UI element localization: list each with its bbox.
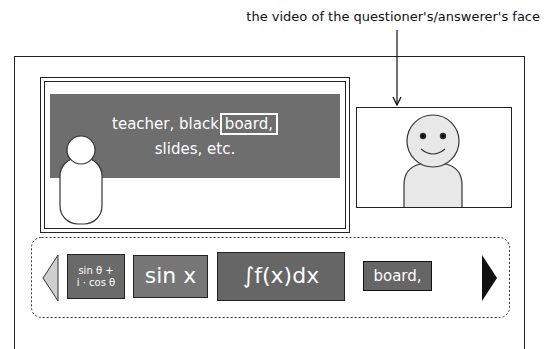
thumbnail-strip [32,238,510,318]
thumbnail-box: ∫f(x)dx [217,252,345,301]
node-text: teacher, black [112,115,219,133]
window-frame [15,57,525,349]
video-frame-outer [41,78,350,233]
thumbnail-box: sin θ + i · cos θ [67,254,125,299]
callout-label: the video of the questioner's/answerer's… [246,9,540,24]
face-frame [357,108,512,208]
scroll-left-arrow [43,255,58,301]
face-figure [404,115,462,207]
node-text: slides, etc. [155,140,235,158]
node-text: board, [225,115,273,133]
node-text: board, [373,267,421,285]
teacher-figure [60,136,102,224]
node-text: ∫f(x)dx [243,263,319,289]
callout-arrow [396,30,397,105]
blackboard-box: teacher, black board, slides, etc. [50,94,340,178]
thumbnail-box: sin x [133,255,208,298]
node-text: sin x [145,263,197,289]
scroll-right-arrow [482,255,497,301]
thumbnail-box: board, [363,261,432,291]
video-frame-inner [45,82,346,229]
highlight-box: board, [220,113,278,135]
node-text: sin θ + i · cos θ [71,265,121,288]
